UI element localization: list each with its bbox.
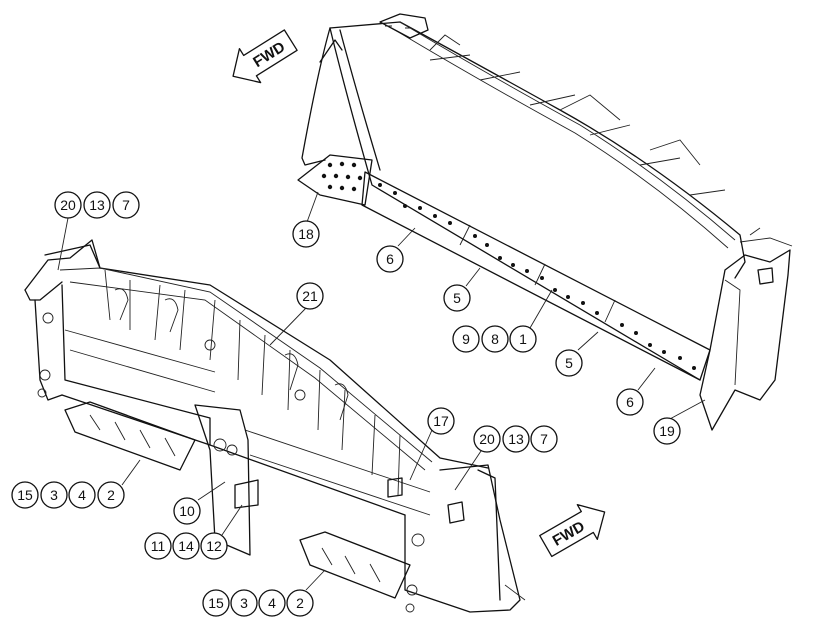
svg-text:11: 11 (151, 538, 166, 554)
callout-14: 14 (172, 532, 200, 560)
svg-text:10: 10 (179, 503, 195, 519)
svg-text:7: 7 (122, 197, 130, 213)
svg-text:6: 6 (386, 251, 394, 267)
callout-2: 2 (97, 481, 125, 509)
svg-text:21: 21 (302, 288, 318, 304)
callout-10: 10 (173, 497, 201, 525)
svg-text:15: 15 (17, 487, 33, 503)
callout-6: 6 (376, 245, 404, 273)
callout-11: 11 (144, 532, 172, 560)
fwd-arrow-top: FWD (232, 29, 298, 84)
blade-rear-view (297, 13, 793, 431)
svg-text:13: 13 (89, 197, 105, 213)
callout-7-right: 7 (530, 425, 558, 453)
svg-text:12: 12 (206, 538, 222, 554)
svg-text:3: 3 (50, 487, 58, 503)
callout-2-bottom: 2 (286, 589, 314, 617)
callout-4: 4 (68, 481, 96, 509)
svg-text:18: 18 (298, 226, 314, 242)
leader-lines (57, 191, 706, 591)
callout-3-bottom: 3 (230, 589, 258, 617)
callout-17: 17 (427, 407, 455, 435)
svg-text:7: 7 (540, 431, 548, 447)
callout-7: 7 (112, 191, 140, 219)
svg-text:17: 17 (433, 413, 449, 429)
fwd-arrow-bottom: FWD (539, 504, 606, 558)
svg-text:3: 3 (240, 595, 248, 611)
fwd-label-bottom: FWD (550, 518, 588, 550)
fwd-label-top: FWD (250, 38, 288, 71)
callout-3: 3 (40, 481, 68, 509)
svg-text:4: 4 (268, 595, 276, 611)
svg-text:20: 20 (479, 431, 495, 447)
svg-text:2: 2 (296, 595, 304, 611)
callout-12: 12 (200, 532, 228, 560)
svg-text:14: 14 (178, 538, 194, 554)
svg-text:20: 20 (60, 197, 76, 213)
svg-text:4: 4 (78, 487, 86, 503)
svg-text:19: 19 (659, 423, 675, 439)
svg-text:5: 5 (565, 355, 573, 371)
svg-text:6: 6 (626, 394, 634, 410)
svg-text:15: 15 (208, 595, 224, 611)
callout-5-right: 5 (555, 349, 583, 377)
callout-5: 5 (443, 284, 471, 312)
callout-6-right: 6 (616, 388, 644, 416)
svg-text:2: 2 (107, 487, 115, 503)
svg-text:1: 1 (519, 331, 527, 347)
callouts: 20 13 7 18 6 5 21 9 8 1 5 6 19 17 20 13 … (11, 191, 681, 617)
callout-9: 9 (452, 325, 480, 353)
svg-text:8: 8 (491, 331, 499, 347)
callout-8: 8 (481, 325, 509, 353)
svg-text:13: 13 (508, 431, 524, 447)
blade-front-view (24, 239, 526, 613)
callout-4-bottom: 4 (258, 589, 286, 617)
callout-18: 18 (292, 220, 320, 248)
callout-15-bottom: 15 (202, 589, 230, 617)
callout-19: 19 (653, 417, 681, 445)
callout-13: 13 (83, 191, 111, 219)
callout-15: 15 (11, 481, 39, 509)
callout-21: 21 (296, 282, 324, 310)
callout-13-right: 13 (502, 425, 530, 453)
svg-text:5: 5 (453, 290, 461, 306)
callout-20-right: 20 (473, 425, 501, 453)
callout-1: 1 (509, 325, 537, 353)
svg-text:9: 9 (462, 331, 470, 347)
callout-20: 20 (54, 191, 82, 219)
